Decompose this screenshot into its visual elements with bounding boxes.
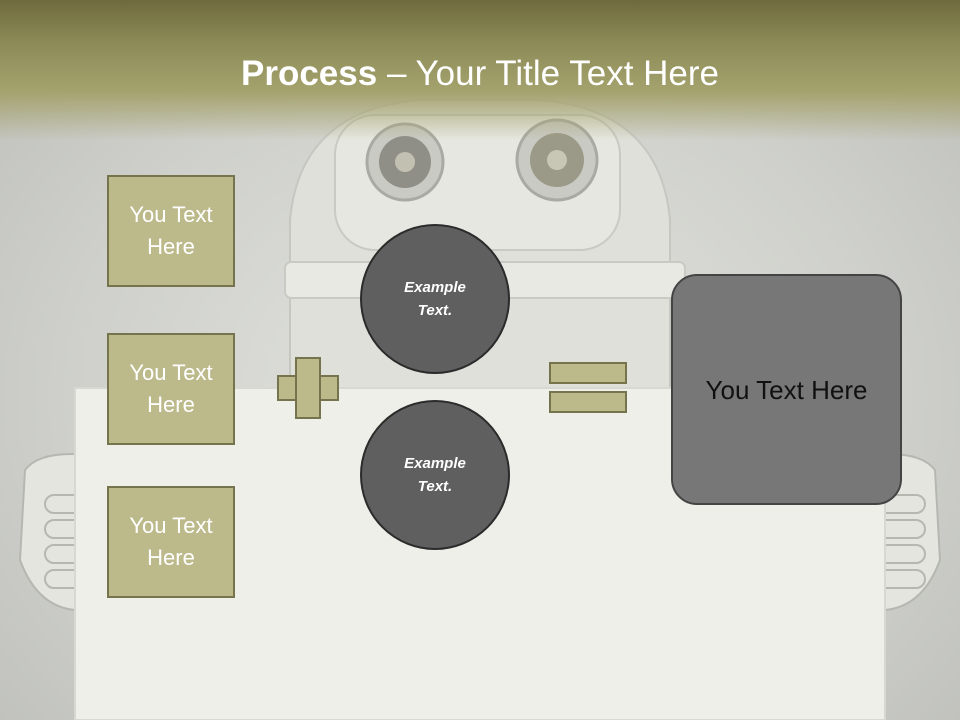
text-box-3-label: You Text Here — [129, 513, 213, 570]
title-rest: – Your Title Text Here — [377, 54, 719, 93]
equals-bottom-bar — [549, 391, 627, 413]
result-box-label: You Text Here — [705, 374, 868, 405]
title-band — [0, 0, 960, 140]
example-circle-1-label: Example Text. — [404, 279, 466, 319]
text-box-1-label: You Text Here — [129, 202, 213, 259]
text-box-1[interactable]: You Text Here — [107, 175, 235, 287]
example-circle-2[interactable]: Example Text. — [360, 400, 510, 550]
result-box[interactable]: You Text Here — [671, 274, 902, 505]
example-circle-2-label: Example Text. — [404, 455, 466, 495]
slide-title: Process – Your Title Text Here — [0, 50, 960, 98]
example-circle-1[interactable]: Example Text. — [360, 224, 510, 374]
equals-top-bar — [549, 362, 627, 384]
plus-center — [297, 377, 319, 399]
text-box-2-label: You Text Here — [129, 360, 213, 417]
text-box-2[interactable]: You Text Here — [107, 333, 235, 445]
title-bold: Process — [241, 54, 378, 93]
text-box-3[interactable]: You Text Here — [107, 486, 235, 598]
